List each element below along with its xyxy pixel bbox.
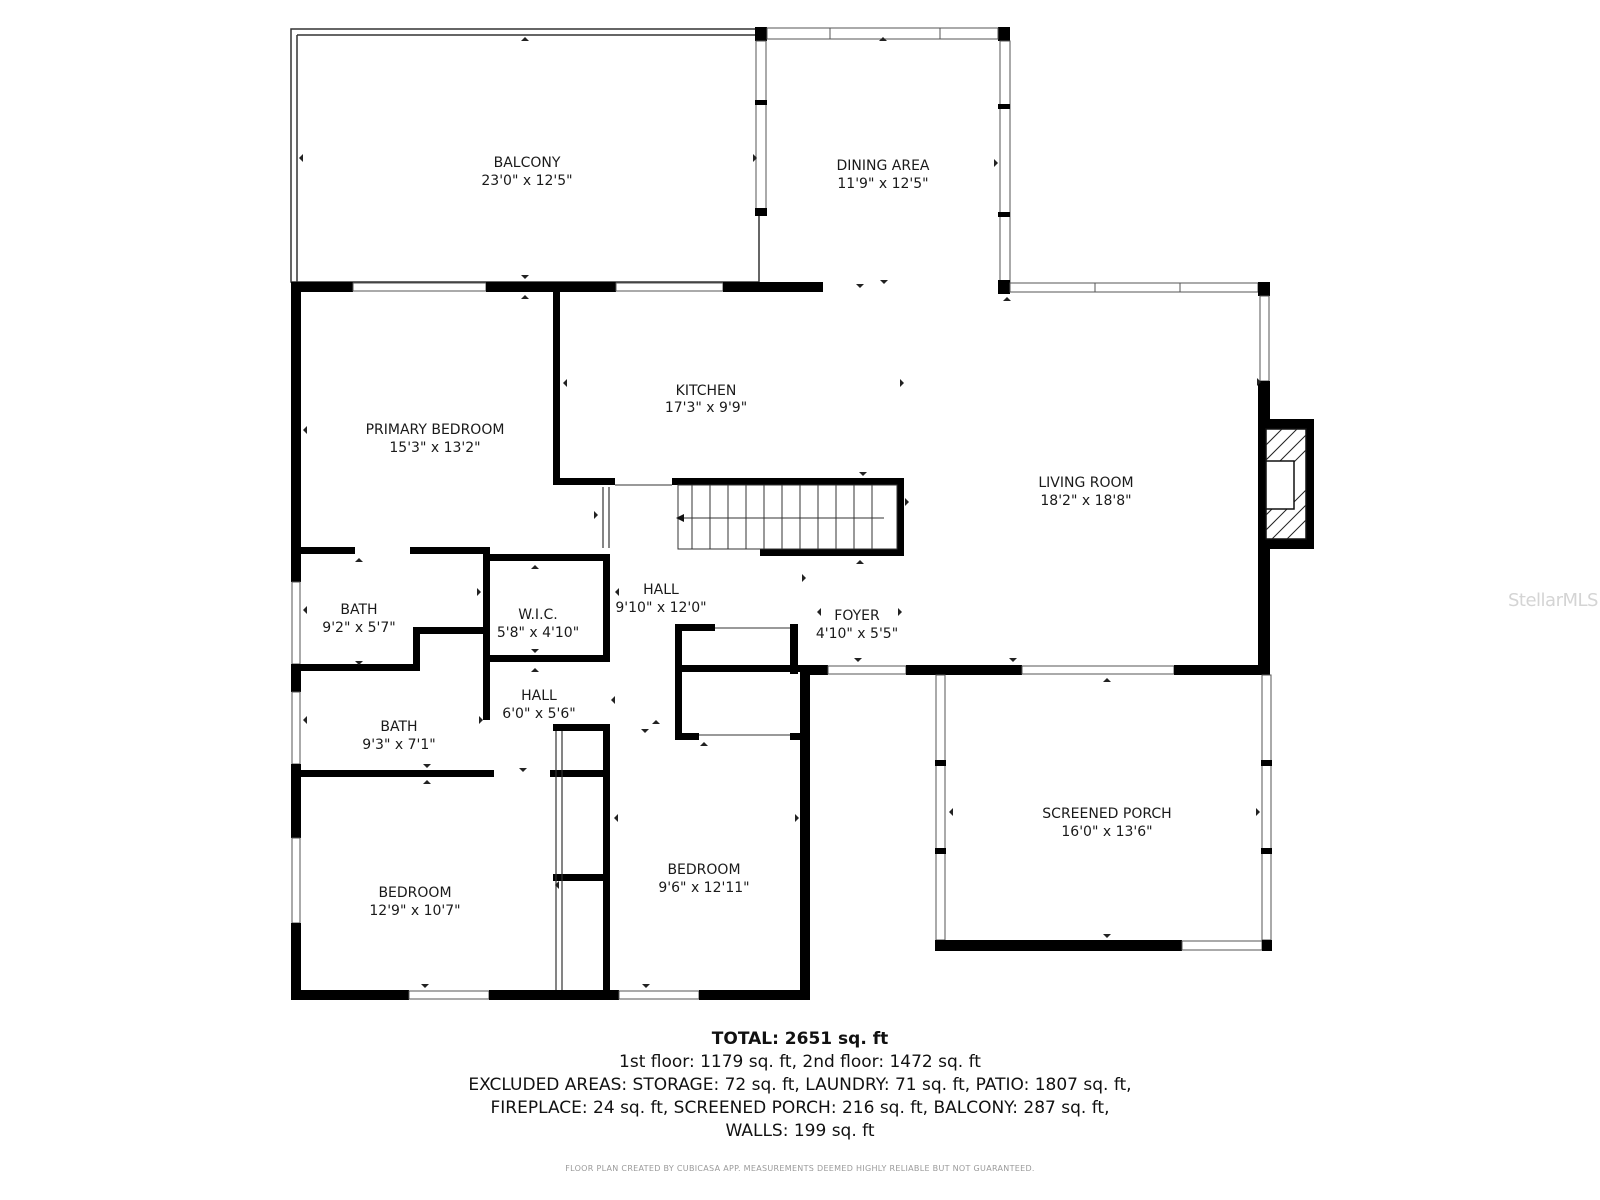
bedroom-1-dimensions: 12'9" x 10'7" — [369, 903, 460, 919]
dining-area-label: DINING AREA — [836, 158, 929, 174]
screened-porch-dimensions: 16'0" x 13'6" — [1061, 824, 1152, 840]
bedroom-2-label: BEDROOM — [667, 862, 740, 878]
floor-areas: 1st floor: 1179 sq. ft, 2nd floor: 1472 … — [619, 1052, 981, 1072]
foyer-label: FOYER — [834, 608, 880, 624]
living-room-label: LIVING ROOM — [1038, 475, 1133, 491]
kitchen-dimensions: 17'3" x 9'9" — [665, 400, 747, 416]
kitchen-label: KITCHEN — [676, 383, 737, 399]
excluded-areas-line-2: FIREPLACE: 24 sq. ft, SCREENED PORCH: 21… — [490, 1098, 1110, 1118]
bath-1-label: BATH — [340, 602, 377, 618]
hall-2-label: HALL — [521, 688, 557, 704]
primary-bedroom-label: PRIMARY BEDROOM — [366, 422, 505, 438]
screened-porch-walls — [935, 674, 1272, 951]
bath-1-dimensions: 9'2" x 5'7" — [322, 620, 395, 636]
dining-area-walls — [755, 27, 1011, 294]
hall-2-dimensions: 6'0" x 5'6" — [502, 706, 575, 722]
watermark-logo: StellarMLS — [1508, 590, 1598, 611]
exterior-walls — [291, 282, 1314, 1000]
dining-area-dimensions: 11'9" x 12'5" — [837, 176, 928, 192]
total-area: TOTAL: 2651 sq. ft — [711, 1029, 889, 1049]
bedroom-2-dimensions: 9'6" x 12'11" — [658, 880, 749, 896]
area-summary: TOTAL: 2651 sq. ft 1st floor: 1179 sq. f… — [0, 1028, 1600, 1143]
walls-area: WALLS: 199 sq. ft — [725, 1121, 875, 1141]
screened-porch-label: SCREENED PORCH — [1042, 806, 1171, 822]
bedroom-1-label: BEDROOM — [378, 885, 451, 901]
bath-2-label: BATH — [380, 719, 417, 735]
primary-bedroom-dimensions: 15'3" x 13'2" — [389, 440, 480, 456]
bath-2-dimensions: 9'3" x 7'1" — [362, 737, 435, 753]
hall-1-dimensions: 9'10" x 12'0" — [615, 600, 706, 616]
balcony-label: BALCONY — [494, 155, 561, 171]
foyer-dimensions: 4'10" x 5'5" — [816, 626, 898, 642]
hall-1-label: HALL — [643, 582, 679, 598]
living-room-dimensions: 18'2" x 18'8" — [1040, 493, 1131, 509]
interior-walls — [291, 292, 904, 1000]
wic-dimensions: 5'8" x 4'10" — [497, 625, 579, 641]
dimension-ticks — [299, 37, 1261, 988]
disclaimer: FLOOR PLAN CREATED BY CUBICASA APP. MEAS… — [565, 1164, 1035, 1173]
excluded-areas-line-1: EXCLUDED AREAS: STORAGE: 72 sq. ft, LAUN… — [468, 1075, 1132, 1095]
wic-label: W.I.C. — [518, 607, 558, 623]
balcony-dimensions: 23'0" x 12'5" — [481, 173, 572, 189]
